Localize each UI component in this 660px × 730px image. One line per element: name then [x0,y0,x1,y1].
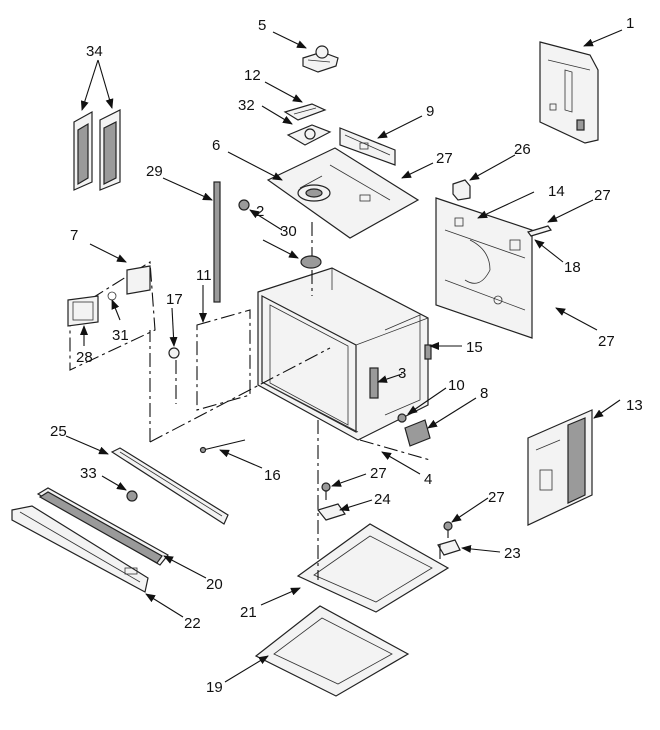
part-6-top-plate [266,147,420,239]
callout-27-center: 27 [370,465,387,482]
callout-25: 25 [50,423,67,440]
part-29-rod [213,181,221,303]
callout-12: 12 [244,67,261,84]
callout-4: 4 [424,471,432,488]
part-30-screw [238,199,250,211]
part-22-plate [11,505,149,593]
part-13-side-panel [527,409,593,526]
part-9-bracket [339,127,396,166]
callout-2: 2 [256,203,264,220]
callout-27-mid-right: 27 [598,333,615,350]
callout-10: 10 [448,377,465,394]
part-34-side-strips [73,109,121,191]
callout-28: 28 [76,349,93,366]
part-10-screw [397,413,407,423]
part-18-bolt [527,225,552,237]
callout-30: 30 [280,223,297,240]
callout-27-top: 27 [436,150,453,167]
part-27-screw-center [321,482,331,500]
callout-labels: 1 2 3 4 5 6 7 8 9 10 11 12 13 14 15 16 1… [50,15,643,696]
callout-33: 33 [80,465,97,482]
callout-26: 26 [514,141,531,158]
callout-3: 3 [398,365,406,382]
part-7-assembly-box [67,261,156,371]
callout-31: 31 [112,327,129,344]
callout-24: 24 [374,491,391,508]
part-25-trim [110,447,229,525]
callout-5: 5 [258,17,266,34]
part-2-gasket [300,255,322,269]
callout-19: 19 [206,679,223,696]
part-23-clip [437,539,461,556]
callout-22: 22 [184,615,201,632]
callout-17: 17 [166,291,183,308]
callout-27-lower-right: 27 [488,489,505,506]
callout-6: 6 [212,137,220,154]
part-12-plate [283,103,327,121]
part-21-frame [296,523,450,613]
part-1-side-panel [539,41,599,144]
callout-20: 20 [206,576,223,593]
part-26-clip [452,179,471,201]
callout-13: 13 [626,397,643,414]
part-8-block [404,419,431,447]
callout-18: 18 [564,259,581,276]
assembly-lines [149,222,441,580]
callout-27-upper-right: 27 [594,187,611,204]
part-33-screw [126,490,138,502]
part-17-knob [168,347,180,359]
part-5-motor [302,45,339,73]
part-32-fan-cover [286,124,332,146]
part-24-clip [316,503,346,521]
callout-23: 23 [504,545,521,562]
part-14-rear-panel [435,197,533,339]
callout-29: 29 [146,163,163,180]
callout-32: 32 [238,97,255,114]
callout-16: 16 [264,467,281,484]
part-19-frame [254,605,410,697]
callout-7: 7 [70,227,78,244]
part-11-panel [196,309,251,411]
part-15-bracket [424,344,432,360]
part-20-strip [36,487,169,566]
callout-21: 21 [240,604,257,621]
callout-15: 15 [466,339,483,356]
part-27-screw-right [443,521,453,538]
callout-34: 34 [86,43,103,60]
part-16-rod [199,439,246,454]
callout-11: 11 [196,267,212,284]
oven-cavity [257,267,429,441]
callout-14: 14 [548,183,565,200]
callout-9: 9 [426,103,434,120]
callout-8: 8 [480,385,488,402]
leader-arrows [65,29,623,683]
callout-1: 1 [626,15,634,32]
